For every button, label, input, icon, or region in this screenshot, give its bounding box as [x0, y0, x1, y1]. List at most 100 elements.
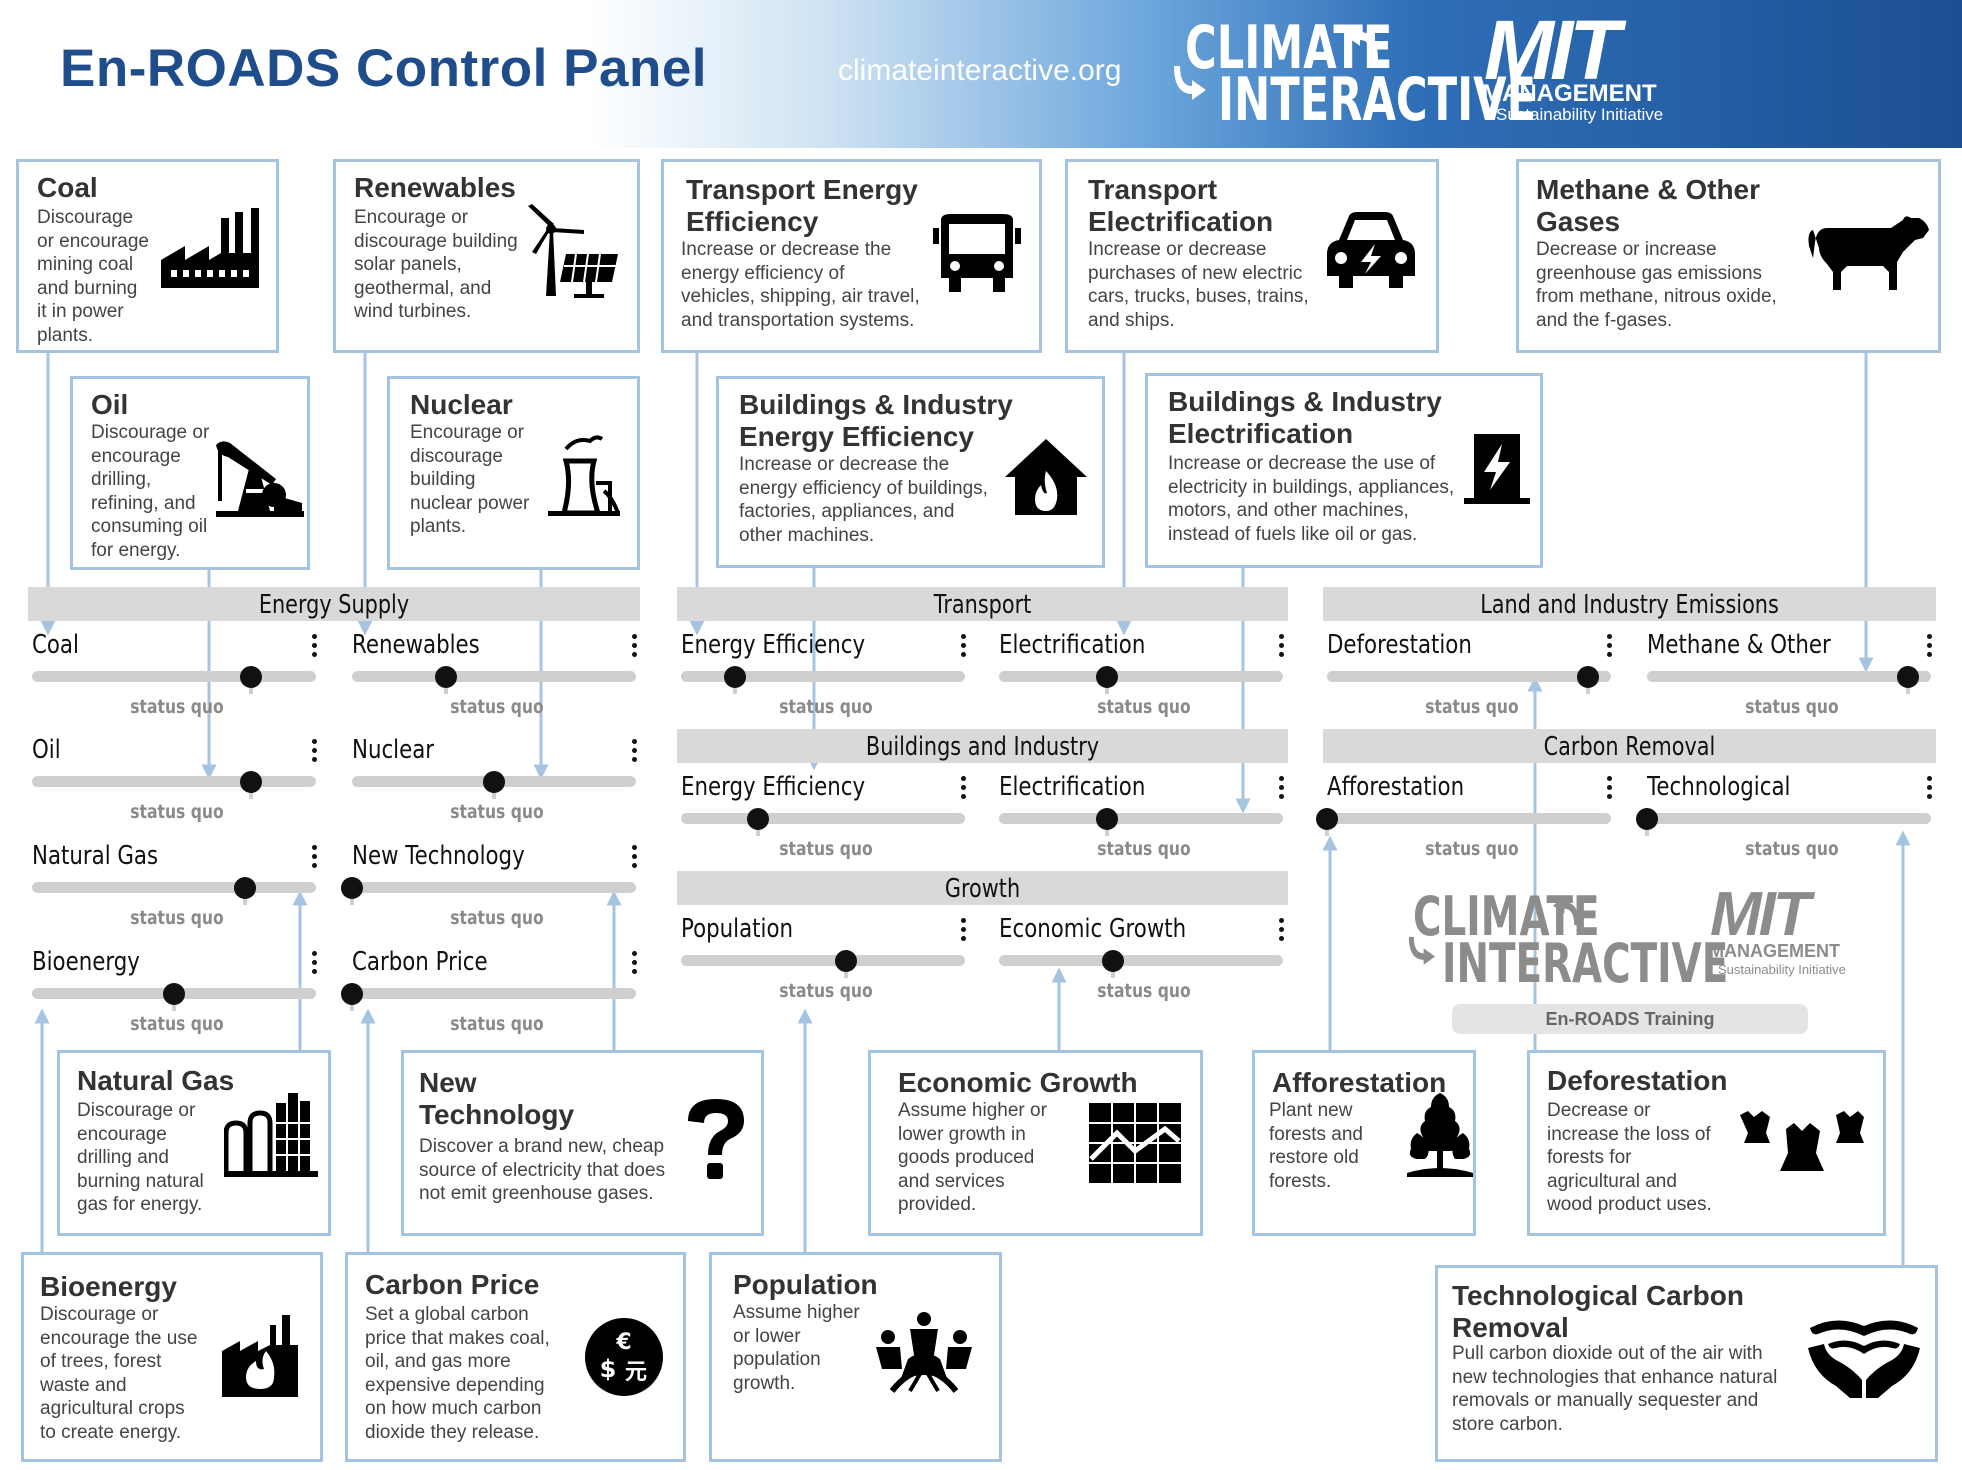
more-menu-icon[interactable] [1279, 776, 1285, 800]
more-menu-icon[interactable] [961, 776, 967, 800]
slider-status: status quo [1097, 838, 1191, 860]
slider-status: status quo [450, 907, 544, 929]
more-menu-icon[interactable] [1927, 634, 1933, 658]
more-menu-icon[interactable] [632, 634, 638, 658]
slider-track[interactable] [1327, 671, 1611, 682]
slider-track[interactable] [32, 882, 316, 893]
more-menu-icon[interactable] [632, 951, 638, 975]
slider-knob[interactable] [483, 771, 505, 793]
slider-knob[interactable] [835, 950, 857, 972]
more-menu-icon[interactable] [1279, 634, 1285, 658]
slider-track[interactable] [352, 988, 636, 999]
slider-track[interactable] [32, 776, 316, 787]
more-menu-icon[interactable] [1279, 918, 1285, 942]
slider-knob[interactable] [1897, 666, 1919, 688]
more-menu-icon[interactable] [632, 739, 638, 763]
slider-label: New Technology [352, 841, 525, 871]
slider-track[interactable] [681, 813, 965, 824]
more-menu-icon[interactable] [1927, 776, 1933, 800]
slider-track[interactable] [681, 671, 965, 682]
slider-knob[interactable] [1096, 808, 1118, 830]
slider-knob[interactable] [435, 666, 457, 688]
more-menu-icon[interactable] [632, 845, 638, 869]
slider-track[interactable] [32, 671, 316, 682]
slider-knob[interactable] [1096, 666, 1118, 688]
slider-track[interactable] [1647, 671, 1931, 682]
more-menu-icon[interactable] [1607, 776, 1613, 800]
slider-knob[interactable] [240, 666, 262, 688]
status-quo-tick [1111, 969, 1115, 978]
slider-knob[interactable] [1102, 950, 1124, 972]
status-quo-tick [492, 790, 496, 799]
slider-status: status quo [130, 801, 224, 823]
slider-knob[interactable] [240, 771, 262, 793]
more-menu-icon[interactable] [312, 845, 318, 869]
more-menu-icon[interactable] [961, 918, 967, 942]
status-quo-tick [1105, 827, 1109, 836]
slider-new-tech[interactable]: New Technology status quo [341, 841, 642, 931]
training-ci-logo-top: CLIMATE [1413, 885, 1600, 948]
slider-knob[interactable] [234, 877, 256, 899]
slider-track[interactable] [999, 671, 1283, 682]
slider-knob[interactable] [747, 808, 769, 830]
status-quo-tick [444, 685, 448, 694]
slider-status: status quo [1097, 980, 1191, 1002]
site-url-link[interactable]: climateinteractive.org [838, 54, 1122, 87]
slider-track[interactable] [1647, 813, 1931, 824]
more-menu-icon[interactable] [312, 739, 318, 763]
slider-track[interactable] [999, 813, 1283, 824]
header-banner: En-ROADS Control Panel climateinteractiv… [0, 0, 1962, 148]
slider-label: Methane & Other [1647, 630, 1831, 660]
slider-status: status quo [1097, 696, 1191, 718]
house-flame-icon [1005, 439, 1087, 515]
slider-knob[interactable] [724, 666, 746, 688]
slider-status: status quo [1425, 838, 1519, 860]
slider-knob[interactable] [341, 877, 363, 899]
slider-status: status quo [130, 907, 224, 929]
slider-knob[interactable] [341, 983, 363, 1005]
slider-track[interactable] [1327, 813, 1611, 824]
more-menu-icon[interactable] [312, 951, 318, 975]
more-menu-icon[interactable] [312, 634, 318, 658]
slider-label: Nuclear [352, 735, 435, 765]
slider-track[interactable] [352, 882, 636, 893]
slider-label: Carbon Price [352, 947, 488, 977]
slider-knob[interactable] [1316, 808, 1338, 830]
slider-knob[interactable] [1577, 666, 1599, 688]
status-quo-tick [1586, 685, 1590, 694]
slider-label: Renewables [352, 630, 480, 660]
more-menu-icon[interactable] [1607, 634, 1613, 658]
more-menu-icon[interactable] [961, 634, 967, 658]
slider-knob[interactable] [163, 983, 185, 1005]
slider-track[interactable] [999, 955, 1283, 966]
en-roads-training-button[interactable]: En-ROADS Training [1452, 1004, 1808, 1034]
slider-track[interactable] [352, 671, 636, 682]
slider-knob[interactable] [1636, 808, 1658, 830]
mit-sustainability-text: Sustainability Initiative [1496, 105, 1664, 124]
slider-track[interactable] [681, 955, 965, 966]
